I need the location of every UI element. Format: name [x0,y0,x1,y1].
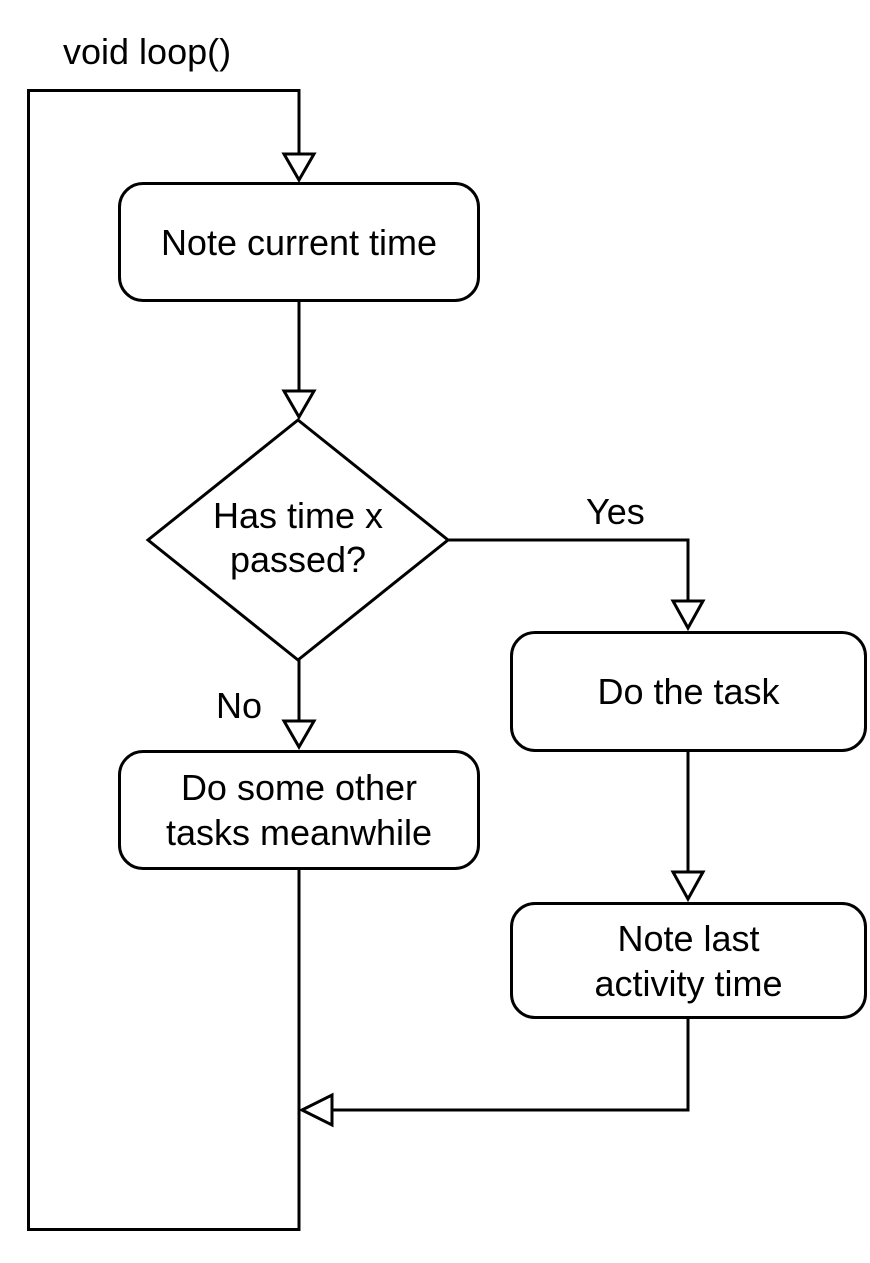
decision-diamond-shape [145,418,451,662]
arrowhead-into-note-last [670,870,706,903]
node-do-the-task-label: Do the task [597,671,780,712]
node-note-current-time-label: Note current time [160,221,438,263]
edge-decision-yes [448,538,690,601]
node-note-last-activity-time-label: Note last activity time [594,917,783,1004]
arrowhead-into-merge [298,1092,334,1128]
edge-loop-back [27,89,301,1231]
arrowhead-into-do-other [281,719,317,751]
node-do-the-task: Do the task [510,631,867,752]
node-decision-has-time-passed: Has time x passed? [148,468,448,608]
no-branch-label: No [216,685,263,726]
yes-branch-label: Yes [586,491,645,532]
node-note-last-activity-time: Note last activity time [510,902,867,1019]
arrowhead-into-decision [281,389,317,421]
node-do-some-other-tasks-label: Do some other tasks meanwhile [165,767,433,853]
arrowhead-into-do-task [670,599,706,632]
node-decision-label: Has time x passed? [212,495,384,580]
node-do-some-other-tasks: Do some other tasks meanwhile [118,750,480,870]
node-note-current-time: Note current time [118,182,480,302]
function-title-label: void loop() [63,31,232,72]
edge-note-last-to-merge [332,1019,690,1112]
arrowhead-into-note-current [281,152,317,184]
